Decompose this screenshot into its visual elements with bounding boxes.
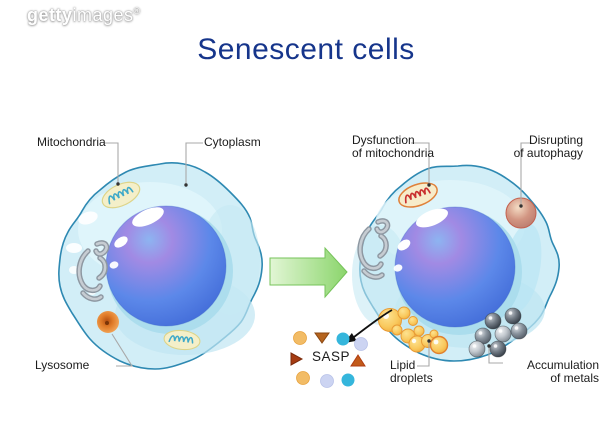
getty-watermark: gettyimages® [27, 5, 141, 26]
label-sasp: SASP [312, 349, 351, 364]
label-connectors [104, 142, 532, 367]
label-line: Lipid [390, 358, 416, 372]
label-line: Disrupting [528, 133, 583, 147]
label-lipid-droplets: Lipid droplets [390, 358, 433, 386]
vesicle [66, 243, 82, 253]
mitochondria-icon [163, 329, 201, 351]
registered-mark: ® [133, 6, 141, 16]
sasp-particle-lavender [354, 337, 368, 351]
watermark-images: images [72, 5, 134, 25]
label-lysosome: Lysosome [35, 358, 90, 372]
left-cell-normal [58, 162, 263, 370]
label-cytoplasm: Cytoplasm [204, 135, 261, 149]
sasp-particle-orange [293, 331, 307, 345]
nucleus-highlight [397, 239, 411, 251]
label-line: of metals [550, 371, 599, 386]
lysosome-core [105, 321, 109, 325]
golgi-icon [76, 240, 110, 302]
metal-particles-icon [468, 307, 528, 358]
label-line: of autophagy [513, 146, 583, 161]
label-line: Accumulation [526, 358, 599, 372]
page-title: Senescent cells [197, 33, 415, 66]
label-accumulation-of-metals: Accumulation of metals [526, 358, 599, 386]
sasp-cluster [290, 309, 393, 388]
sasp-particle-cyan [336, 332, 350, 346]
sasp-arrow [353, 309, 393, 338]
golgi-icon [357, 218, 391, 280]
transition-arrow [269, 246, 348, 299]
connector-dots [116, 182, 523, 348]
right-cell-senescent [352, 164, 560, 362]
nucleus-highlight [415, 208, 449, 228]
sasp-particle-orange [296, 371, 310, 385]
sasp-particle-triangle [290, 352, 304, 366]
label-line: Dysfunction [352, 133, 415, 147]
nucleus-highlight [114, 236, 128, 248]
sasp-particle-triangle [314, 332, 330, 344]
label-mitochondria: Mitochondria [37, 135, 106, 149]
watermark-getty: getty [27, 5, 73, 25]
label-dysfunction-of-mitochondria: Dysfunction of mitochondria [352, 133, 435, 161]
dysfunctional-mitochondria-icon [398, 182, 438, 208]
nucleus-highlight [393, 264, 403, 272]
sasp-particle-lavender [320, 374, 334, 388]
label-disrupting-of-autophagy: Disrupting of autophagy [513, 133, 583, 161]
vesicle [78, 211, 98, 225]
nucleus [105, 205, 227, 327]
nucleus [394, 206, 516, 328]
label-line: of mitochondria [352, 146, 435, 161]
nucleus-highlight [109, 261, 119, 269]
label-line: droplets [390, 371, 433, 386]
sasp-particle-cyan [341, 373, 355, 387]
nucleus-highlight [132, 207, 164, 227]
mitochondria-icon [101, 181, 141, 209]
sasp-particle-triangle [350, 354, 366, 367]
